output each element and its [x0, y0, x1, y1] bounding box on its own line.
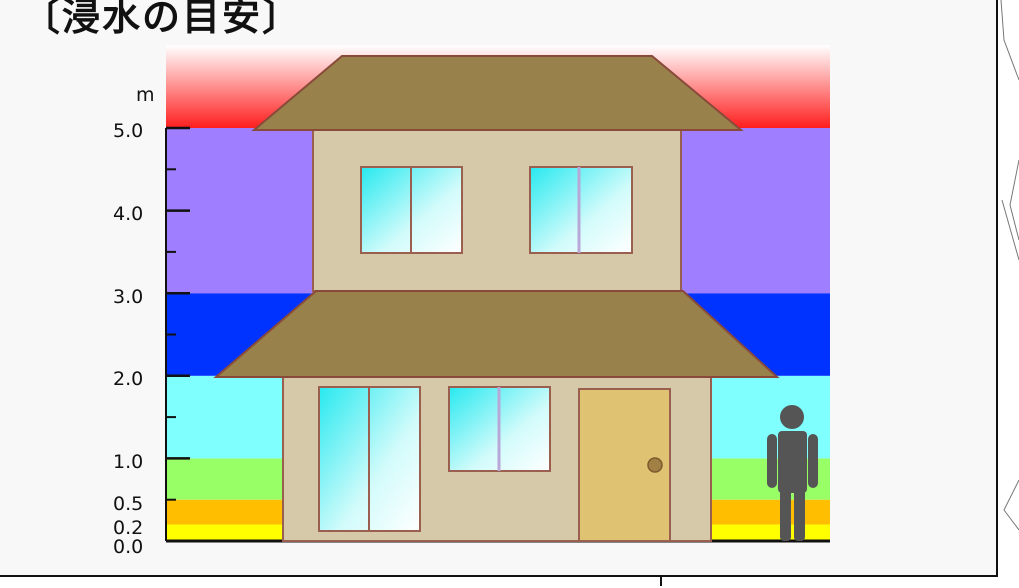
- axis-unit: m: [136, 84, 155, 106]
- flood-depth-diagram: m 5.0 4.0 3.0 2.0 1.0 0.5 0.2 0.0: [0, 0, 998, 575]
- lower-large-window: [319, 387, 420, 531]
- lower-small-window: [449, 387, 550, 471]
- bottom-divider: [660, 575, 662, 586]
- tick-label-2-0: 2.0: [113, 368, 143, 390]
- tick-label-0-5: 0.5: [113, 493, 143, 515]
- upper-left-window: [361, 167, 462, 253]
- upper-right-window: [530, 167, 632, 253]
- tick-label-0-0: 0.0: [113, 536, 143, 558]
- door-knob: [648, 458, 662, 472]
- tick-label-4-0: 4.0: [113, 203, 143, 225]
- tick-label-5-0: 5.0: [113, 120, 143, 142]
- bottom-strip: [0, 575, 998, 588]
- lower-roof: [216, 291, 777, 377]
- tick-label-3-0: 3.0: [113, 286, 143, 308]
- tick-label-1-0: 1.0: [113, 451, 143, 473]
- map-edge-fragment: [998, 0, 1019, 586]
